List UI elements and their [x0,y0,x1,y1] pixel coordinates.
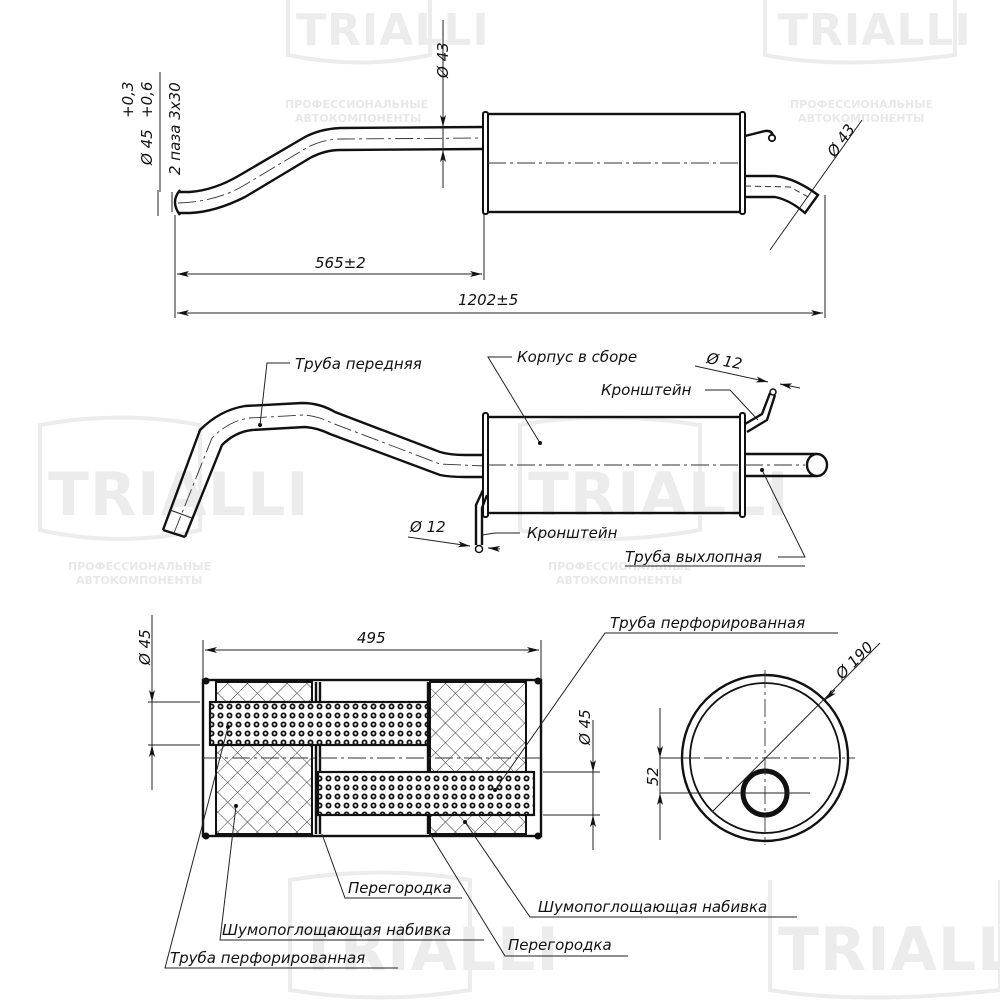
sound-absorbing-packing [215,681,313,703]
watermark-top-right: TRIALLI [763,0,972,65]
svg-text:ПРОФЕССИОНАЛЬНЫЕ: ПРОФЕССИОНАЛЬНЫЕ [285,98,428,111]
assembly-view: Труба передняя Корпус в сборе Кронштейн … [161,348,829,567]
watermark-mid-center: TRIALLI [518,415,790,541]
watermark-mid-left: TRIALLI [38,415,310,541]
watermark-logos: TRIALLI TRIALLI TRIALLI TRIALLI TRIALLI … [38,0,1000,1000]
svg-text:TRIALLI: TRIALLI [298,915,560,985]
svg-text:АВТОКОМПОНЕНТЫ: АВТОКОМПОНЕНТЫ [76,574,202,587]
svg-text:ПРОФЕССИОНАЛЬНЫЕ: ПРОФЕССИОНАЛЬНЫЕ [548,560,691,573]
label-perforated-pipe-right: Труба перфорированная [610,614,805,632]
inlet-spec: +0,3 Ø 45 +0,6 2 паза 3x30 [119,72,184,192]
dim-1202: 1202±5 [458,291,518,309]
perforated-pipe-outlet [316,770,536,817]
section-labels: Труба перфорированная Перегородка Шумопо… [164,614,838,969]
section-view: 495 Ø 45 Ø 45 [136,615,600,850]
watermark-top-center: TRIALLI [286,0,490,65]
end-view: Ø 190 52 [644,638,881,845]
label-front-pipe: Труба передняя [295,355,422,373]
body-diameter-label: Ø 190 [831,638,876,683]
outlet-diameter-label: Ø 43 [823,121,859,161]
label-sound-absorbing-right: Шумопоглощающая набивка [538,898,767,916]
outlet-pipe-diameter: Ø 45 [576,709,594,746]
watermark-bottom-center: TRIALLI [288,870,560,1000]
bracket-bottom-diameter: Ø 12 [409,518,446,536]
svg-text:ПРОФЕССИОНАЛЬНЫЕ: ПРОФЕССИОНАЛЬНЫЕ [790,98,933,111]
dim-495: 495 [357,629,386,647]
label-bracket-top: Кронштейн [601,381,692,399]
label-body-assembly: Корпус в сборе [517,348,637,366]
svg-text:TRIALLI: TRIALLI [778,5,972,56]
label-sound-absorbing-left: Шумопоглощающая набивка [222,921,451,939]
label-perforated-pipe-left: Труба перфорированная [170,949,365,967]
watermark-bottom-right: TRIALLI [768,880,1000,1000]
svg-text:TRIALLI: TRIALLI [48,460,310,530]
svg-text:Ø 45: Ø 45 [138,129,156,166]
svg-text:ПРОФЕССИОНАЛЬНЫЕ: ПРОФЕССИОНАЛЬНЫЕ [68,560,211,573]
pipe-offset-label: 52 [644,767,662,786]
label-partition-2: Перегородка [508,936,612,954]
svg-text:АВТОКОМПОНЕНТЫ: АВТОКОМПОНЕНТЫ [556,574,682,587]
svg-text:АВТОКОМПОНЕНТЫ: АВТОКОМПОНЕНТЫ [798,112,924,125]
perforated-pipe-inlet [208,700,430,747]
label-exhaust-pipe: Труба выхлопная [625,548,762,566]
label-bracket-bottom: Кронштейн [527,524,618,542]
front-pipe-diameter-label: Ø 43 [434,42,452,79]
svg-text:TRIALLI: TRIALLI [528,460,790,530]
svg-text:2 паза 3x30: 2 паза 3x30 [166,82,184,175]
svg-text:+0,6: +0,6 [138,82,156,118]
label-partition-1: Перегородка [348,879,452,897]
top-view: Ø 43 Ø 43 +0,3 Ø 45 +0,6 2 паза 3x30 565… [119,20,863,318]
svg-text:TRIALLI: TRIALLI [296,5,490,56]
svg-text:АВТОКОМПОНЕНТЫ: АВТОКОМПОНЕНТЫ [295,112,421,125]
inlet-pipe-diameter: Ø 45 [136,629,154,666]
dim-565: 565±2 [315,254,366,272]
svg-text:TRIALLI: TRIALLI [778,915,1000,985]
front-pipe-outline [178,125,485,194]
svg-text:+0,3: +0,3 [119,82,137,118]
